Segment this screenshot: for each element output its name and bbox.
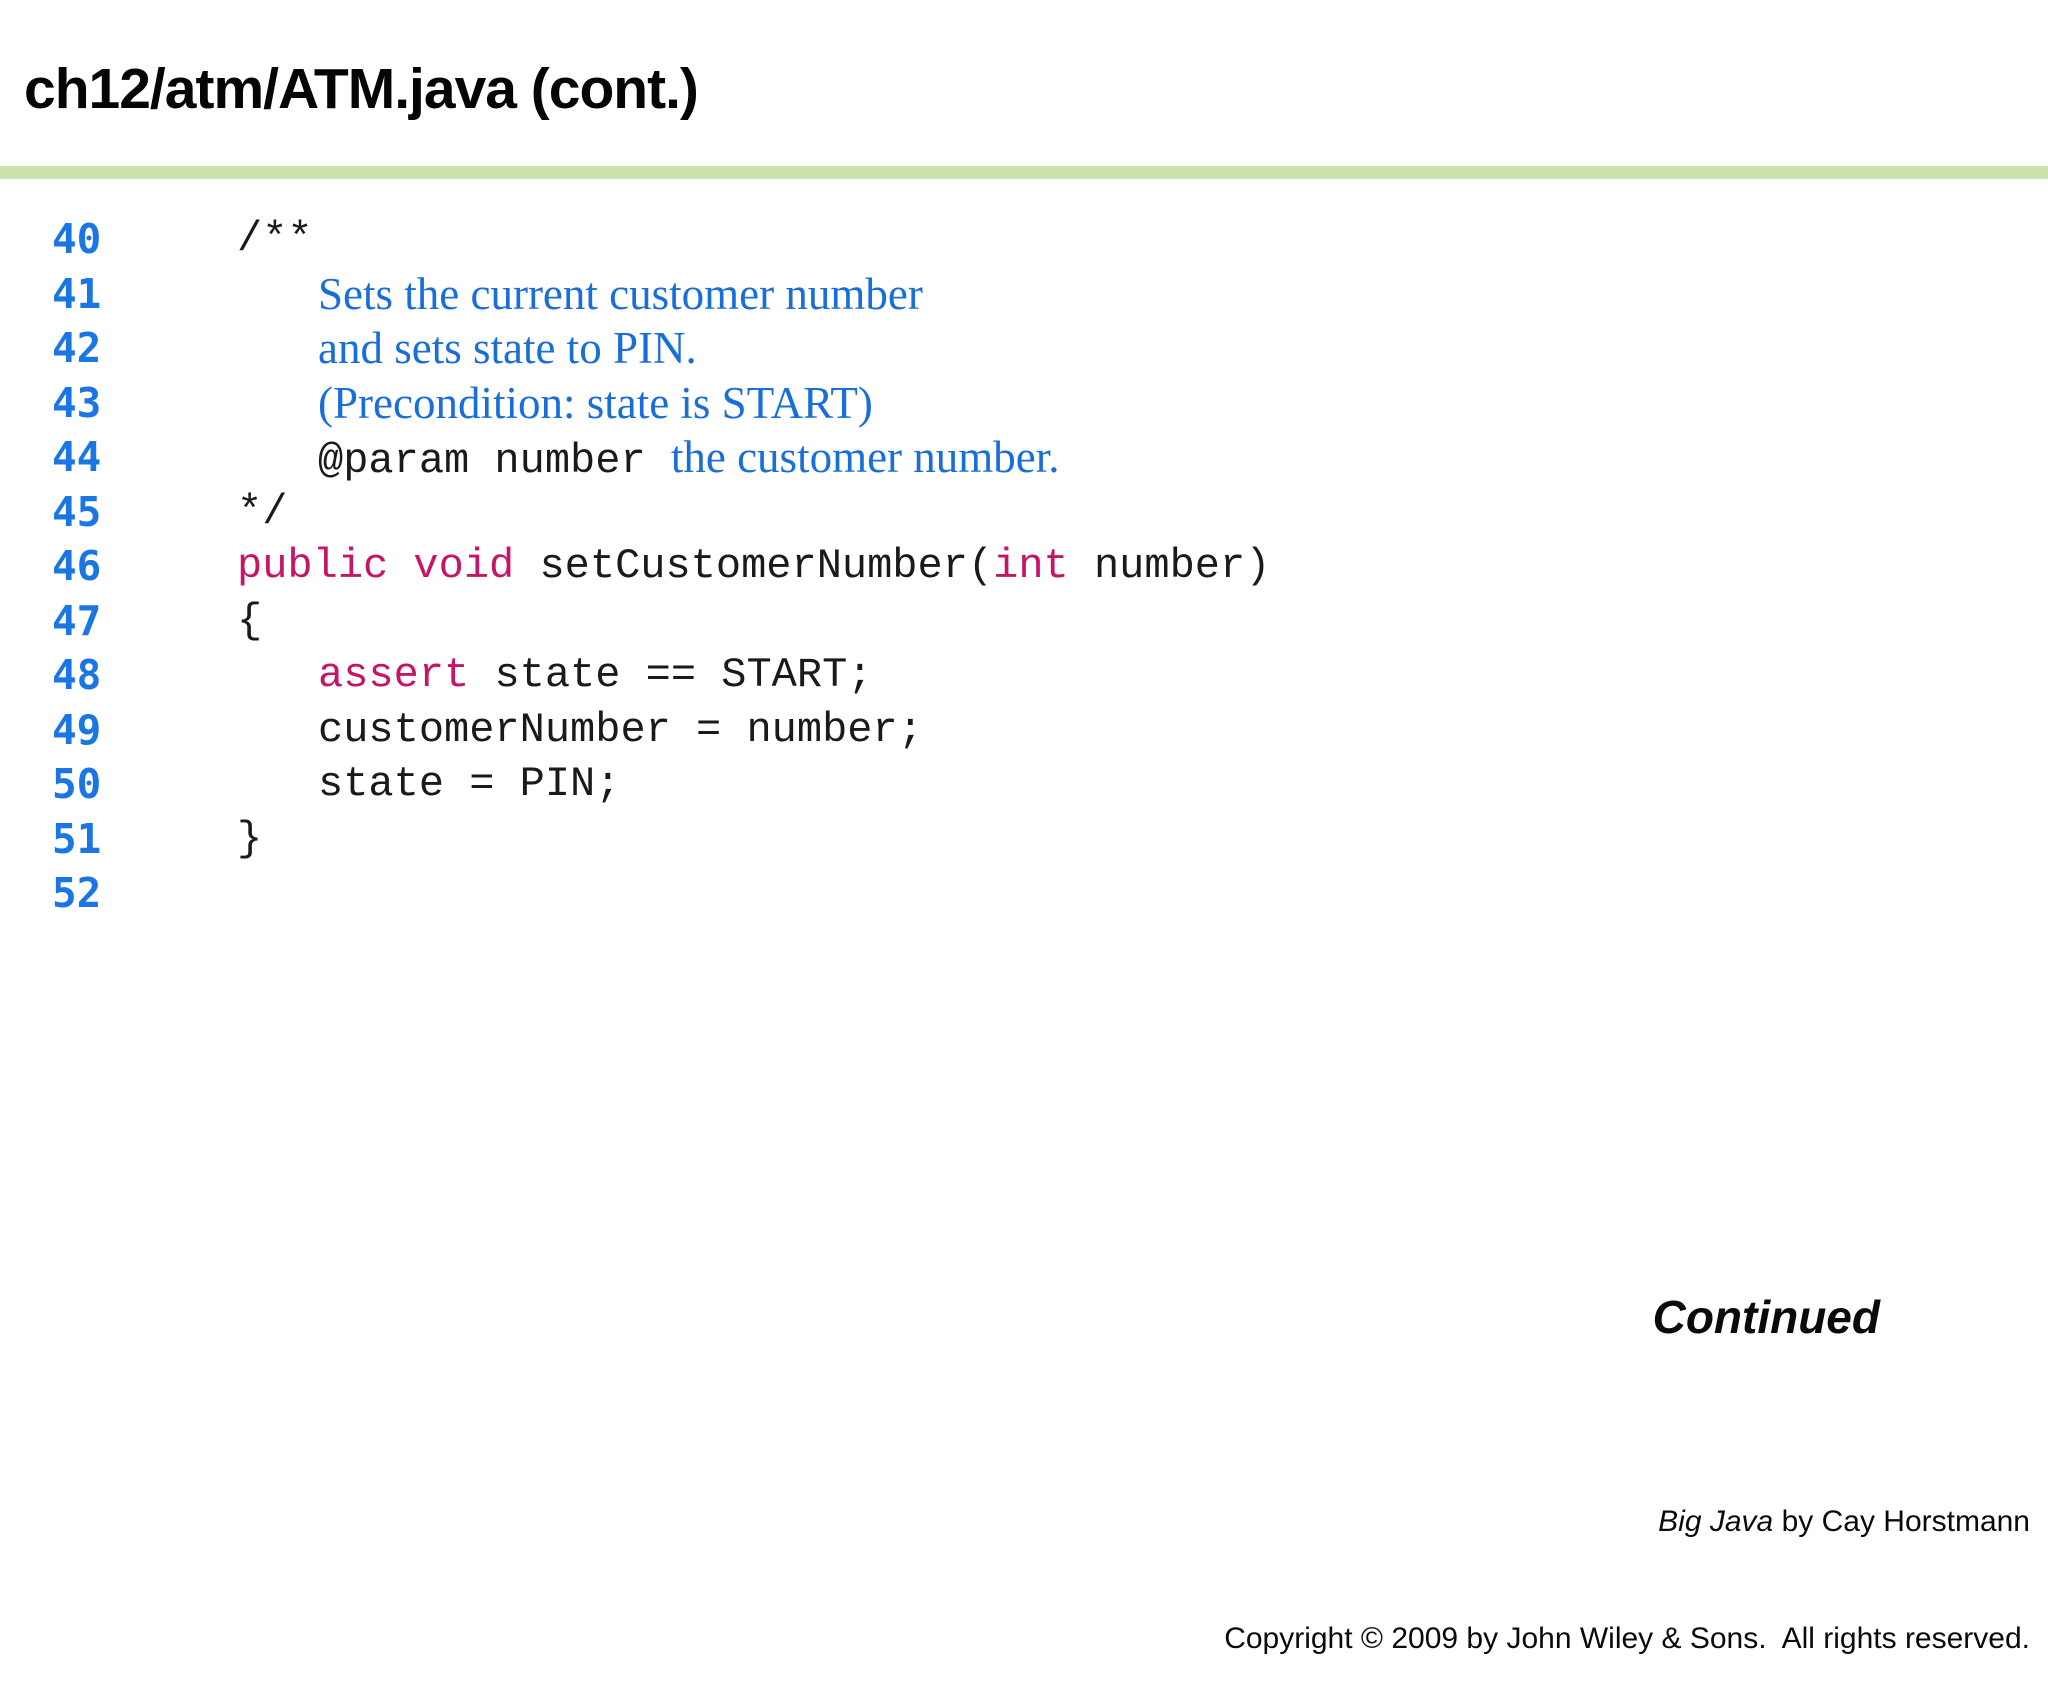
line-number: 41 bbox=[52, 269, 102, 318]
code-line: 45 */ bbox=[0, 485, 2048, 540]
code-line-content: assert state == START; bbox=[318, 648, 873, 710]
line-number: 50 bbox=[52, 760, 102, 808]
code-line-content: { bbox=[237, 594, 262, 656]
code-token-comment: (Precondition: state is START) bbox=[318, 377, 873, 428]
line-number: 48 bbox=[52, 651, 102, 699]
credits-block: Big Java by Cay Horstmann Copyright © 20… bbox=[1224, 1424, 2030, 1697]
line-number: 52 bbox=[52, 869, 102, 917]
code-line-content: } bbox=[237, 812, 262, 874]
code-line: 49 customerNumber = number; bbox=[0, 703, 2048, 758]
line-number: 49 bbox=[52, 705, 102, 754]
code-line-content: and sets state to PIN. bbox=[318, 321, 697, 387]
code-token-plain: { bbox=[237, 596, 263, 645]
code-line-content: public void setCustomerNumber(int number… bbox=[237, 539, 1270, 601]
credit-line: Big Java by Cay Horstmann bbox=[1224, 1502, 2030, 1541]
continued-label: Continued bbox=[1652, 1291, 1880, 1343]
code-line-content: customerNumber = number; bbox=[318, 703, 923, 765]
code-token-plain: */ bbox=[237, 487, 288, 536]
code-token-plain: number) bbox=[1068, 542, 1271, 590]
code-line: 44 @param number the customer number. bbox=[0, 430, 2048, 485]
code-line: 40 /** bbox=[0, 212, 2048, 267]
line-number: 44 bbox=[52, 433, 102, 481]
page-title: ch12/atm/ATM.java (cont.) bbox=[24, 57, 699, 121]
code-token-plain: customerNumber = number; bbox=[318, 705, 923, 754]
code-line: 46 public void setCustomerNumber(int numb… bbox=[0, 539, 2048, 594]
title-divider-bar bbox=[0, 166, 2048, 179]
line-number: 51 bbox=[52, 814, 102, 863]
line-number: 43 bbox=[52, 378, 102, 427]
code-line: 47 { bbox=[0, 594, 2048, 649]
code-line: 51} bbox=[0, 812, 2048, 867]
code-token-keyword: public void bbox=[237, 542, 515, 590]
line-number: 40 bbox=[52, 215, 102, 263]
code-line-content: /** bbox=[237, 212, 313, 274]
code-token-plain: @param number bbox=[318, 437, 671, 485]
code-line: 41 Sets the current customer number bbox=[0, 267, 2048, 322]
code-token-comment: and sets state to PIN. bbox=[318, 323, 697, 373]
code-token-plain: state = PIN; bbox=[318, 760, 621, 808]
line-number: 45 bbox=[52, 487, 102, 536]
line-number: 42 bbox=[52, 324, 102, 372]
code-line: 52 bbox=[0, 866, 2048, 921]
book-title-text: Big Java bbox=[1658, 1505, 1774, 1538]
code-line-content: */ bbox=[237, 485, 287, 547]
code-token-plain: /** bbox=[237, 215, 313, 263]
code-token-keyword: int bbox=[993, 542, 1069, 590]
code-line: 50 state = PIN; bbox=[0, 757, 2048, 812]
line-number: 47 bbox=[52, 596, 102, 645]
code-line: 42 and sets state to PIN. bbox=[0, 321, 2048, 376]
code-token-plain: state == START; bbox=[469, 651, 873, 699]
copyright-line: Copyright © 2009 by John Wiley & Sons. A… bbox=[1224, 1622, 2030, 1655]
code-token-comment: the customer number. bbox=[670, 432, 1060, 482]
code-line-content: @param number the customer number. bbox=[318, 430, 1060, 496]
code-token-plain: } bbox=[237, 814, 263, 863]
code-line: 43 (Precondition: state is START) bbox=[0, 376, 2048, 431]
line-number: 46 bbox=[52, 542, 102, 590]
code-token-keyword: assert bbox=[318, 651, 470, 699]
code-token-comment: Sets the current customer number bbox=[318, 268, 923, 319]
code-token-plain: setCustomerNumber( bbox=[514, 542, 994, 590]
author-text: by Cay Horstmann bbox=[1773, 1505, 2030, 1538]
code-line: 48 assert state == START; bbox=[0, 648, 2048, 703]
code-line-content: (Precondition: state is START) bbox=[318, 376, 873, 442]
code-line-content: state = PIN; bbox=[318, 757, 620, 819]
code-line-content: Sets the current customer number bbox=[318, 267, 923, 333]
